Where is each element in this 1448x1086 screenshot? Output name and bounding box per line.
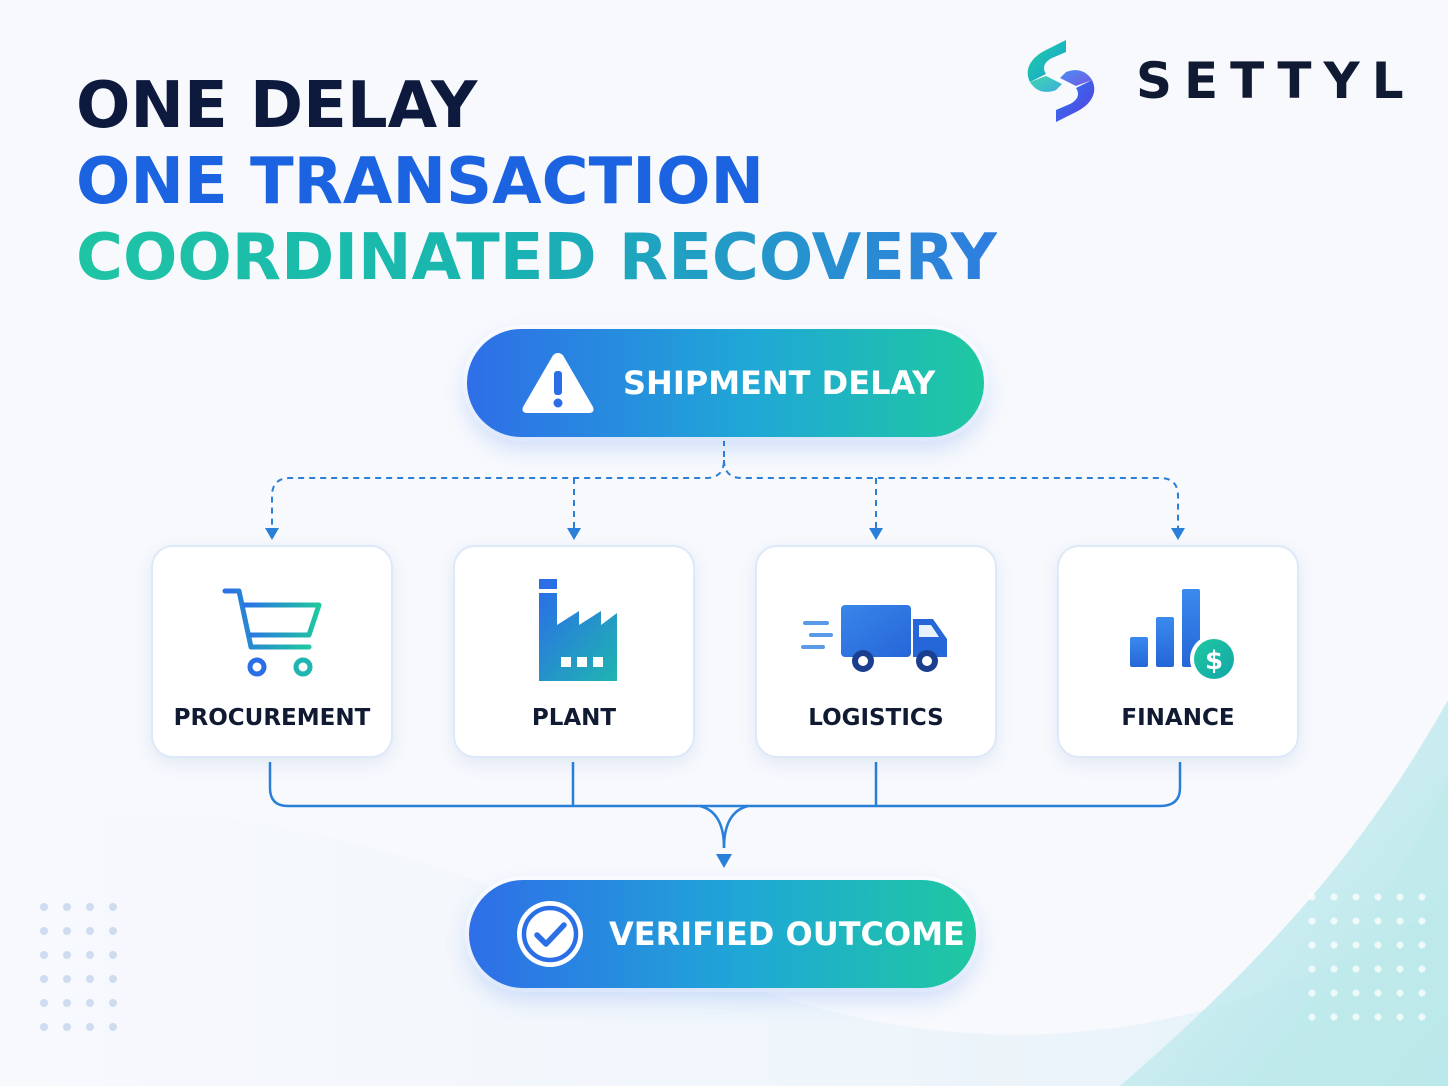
card-finance[interactable]: $ FINANCE xyxy=(1057,545,1299,758)
dot-grid-right xyxy=(1308,893,1426,1021)
shipment-delay-label: SHIPMENT DELAY xyxy=(623,364,936,402)
factory-icon xyxy=(539,579,617,681)
card-label-finance: FINANCE xyxy=(1121,705,1235,731)
headline-line-2: ONE TRANSACTION xyxy=(76,145,765,219)
settyl-logo-icon xyxy=(1027,40,1095,122)
card-label-procurement: PROCUREMENT xyxy=(173,705,371,731)
card-logistics[interactable]: LOGISTICS xyxy=(755,545,997,758)
dot-grid-left xyxy=(40,903,117,1031)
headline-line-1: ONE DELAY xyxy=(76,69,478,143)
card-label-logistics: LOGISTICS xyxy=(808,705,944,731)
bar-chart-dollar-icon: $ xyxy=(1130,589,1238,683)
card-procurement[interactable]: PROCUREMENT xyxy=(151,545,393,758)
card-label-plant: PLANT xyxy=(531,705,617,731)
headline-line-3: COORDINATED RECOVERY xyxy=(76,221,997,295)
delivery-truck-icon xyxy=(801,605,947,672)
card-plant[interactable]: PLANT xyxy=(453,545,695,758)
shipment-delay-pill[interactable]: SHIPMENT DELAY xyxy=(467,329,984,437)
brand-logo[interactable]: SETTYL xyxy=(1016,36,1416,126)
svg-text:$: $ xyxy=(1205,646,1223,676)
verified-outcome-label: VERIFIED OUTCOME xyxy=(609,915,965,953)
check-circle-icon xyxy=(517,901,583,967)
shopping-cart-icon xyxy=(222,588,322,677)
verified-outcome-pill[interactable]: VERIFIED OUTCOME xyxy=(469,880,976,988)
warning-triangle-icon xyxy=(522,353,594,413)
brand-name: SETTYL xyxy=(1136,52,1416,110)
